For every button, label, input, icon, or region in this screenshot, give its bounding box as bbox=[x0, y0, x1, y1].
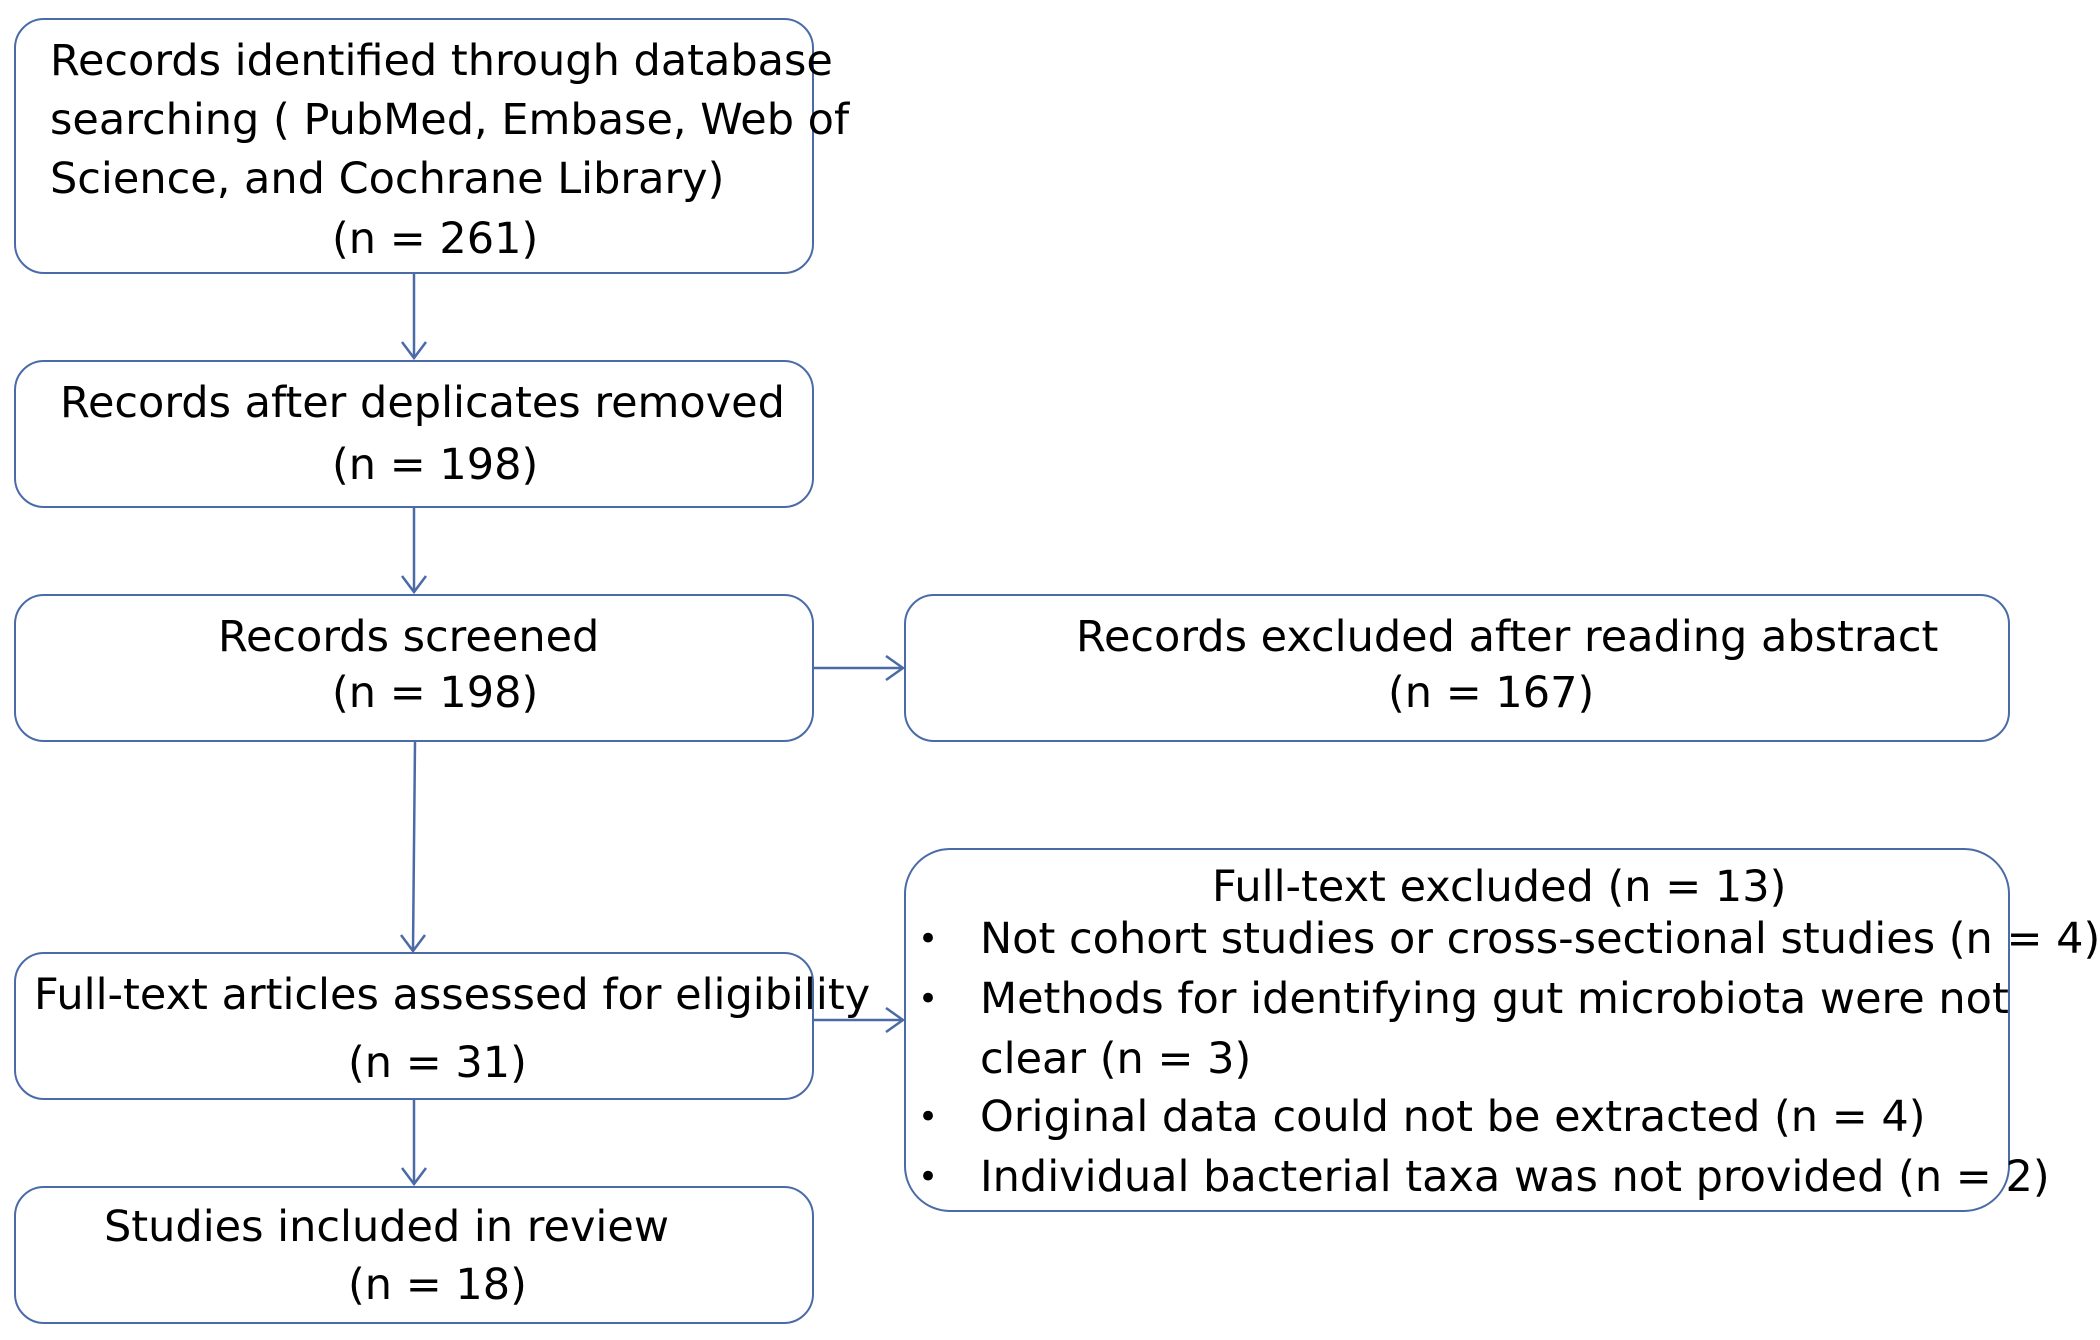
reason-bullet-3: • bbox=[918, 1097, 939, 1137]
screened-count: (n = 198) bbox=[332, 668, 539, 718]
excluded-abstract-count: (n = 167) bbox=[1388, 668, 1595, 718]
identified-box bbox=[14, 18, 814, 274]
fulltext-excluded-box bbox=[904, 848, 2010, 1212]
included-count: (n = 18) bbox=[348, 1260, 527, 1310]
excluded-abstract-box bbox=[904, 594, 2010, 742]
fulltext-assessed-count: (n = 31) bbox=[348, 1038, 527, 1088]
excluded-abstract-label: Records excluded after reading abstract bbox=[1076, 612, 1939, 662]
reason-3: Original data could not be extracted (n … bbox=[980, 1092, 1926, 1142]
reason-1: Not cohort studies or cross-sectional st… bbox=[980, 914, 2100, 964]
reason-2-continued: clear (n = 3) bbox=[980, 1034, 1252, 1084]
deduplicated-label: Records after deplicates removed bbox=[60, 378, 785, 428]
flow-arrows bbox=[400, 274, 906, 1187]
identified-count: (n = 261) bbox=[332, 214, 539, 264]
reason-2: Methods for identifying gut microbiota w… bbox=[980, 974, 2009, 1024]
fulltext-excluded-title: Full-text excluded (n = 13) bbox=[1212, 862, 1787, 912]
deduplicated-count: (n = 198) bbox=[332, 440, 539, 490]
fulltext-assessed-label: Full-text articles assessed for eligibil… bbox=[34, 970, 871, 1020]
fulltext-assessed-box bbox=[14, 952, 814, 1100]
reason-4: Individual bacterial taxa was not provid… bbox=[980, 1152, 2050, 1202]
included-box bbox=[14, 1186, 814, 1324]
arrow-screened-to-fulltext bbox=[411, 741, 417, 950]
screened-box bbox=[14, 594, 814, 742]
included-label: Studies included in review bbox=[104, 1202, 670, 1252]
identified-line-2: searching ( PubMed, Embase, Web of bbox=[50, 95, 850, 145]
reason-bullet-4: • bbox=[918, 1157, 939, 1197]
reason-bullet-2: • bbox=[918, 979, 939, 1019]
deduplicated-box bbox=[14, 360, 814, 508]
screened-label: Records screened bbox=[218, 612, 600, 662]
identified-line-3: Science, and Cochrane Library) bbox=[50, 154, 725, 204]
identified-line-1: Records identified through database bbox=[50, 36, 833, 86]
reason-bullet-1: • bbox=[918, 919, 939, 959]
